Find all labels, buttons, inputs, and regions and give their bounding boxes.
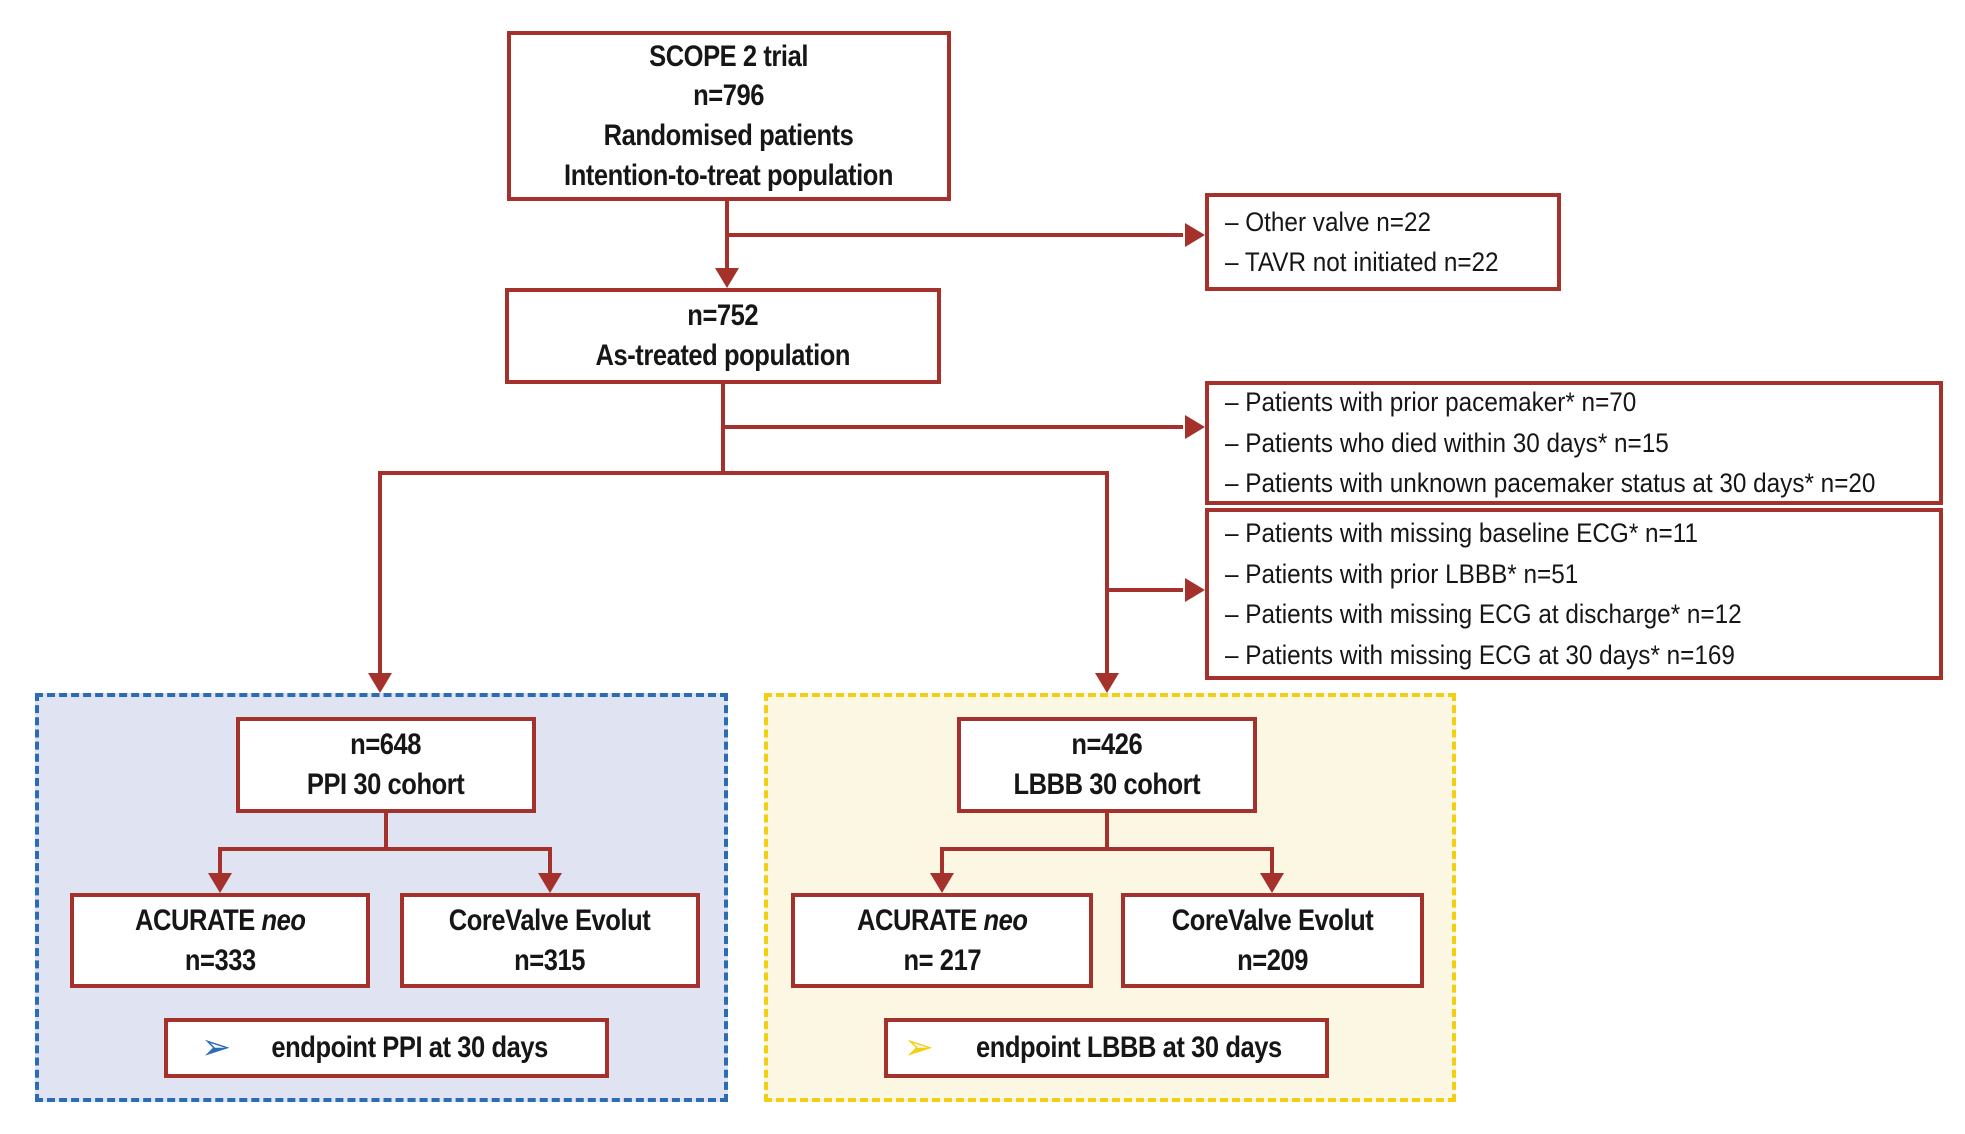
lbbb-cohort-text: n=426 LBBB 30 cohort	[1014, 725, 1201, 804]
trial-line: SCOPE 2 trial	[649, 39, 809, 73]
connector-branch-ecg	[1107, 588, 1183, 592]
arrowhead-right-pacemaker	[1185, 415, 1205, 439]
trial-line: Randomised patients	[604, 119, 854, 152]
valve-name-line: ACURATE neo	[857, 901, 1028, 941]
connector-branch-other-valve	[727, 233, 1183, 237]
trial-line: Intention-to-treat population	[564, 158, 894, 192]
as-treated-line: n=752	[687, 299, 759, 333]
corevalve-ppi-text: CoreValve Evolut n=315	[449, 901, 651, 980]
acurate-lbbb-box: ACURATE neo n= 217	[791, 893, 1093, 988]
trial-box-text: SCOPE 2 trial n=796 Randomised patients …	[564, 37, 893, 195]
ppi-cohort-box: n=648 PPI 30 cohort	[236, 717, 536, 813]
exclusion-item: – Patients with unknown pacemaker status…	[1225, 468, 1876, 499]
exclusion-item: – Patients with missing ECG at 30 days* …	[1225, 639, 1735, 670]
endpoint-arrow-icon: ➢	[903, 1027, 934, 1068]
lbbb-cohort-line: n=426	[1071, 728, 1143, 762]
arrowhead-right-ecg	[1185, 578, 1205, 602]
lbbb-cohort-line: LBBB 30 cohort	[1013, 768, 1201, 801]
connector-down-lbbb-panel	[1105, 471, 1109, 673]
corevalve-ppi-box: CoreValve Evolut n=315	[400, 893, 700, 988]
acurate-ppi-box: ACURATE neo n=333	[70, 893, 370, 988]
as-treated-text: n=752 As-treated population	[596, 296, 851, 375]
acurate-lbbb-text: ACURATE neo n= 217	[857, 901, 1028, 980]
connector-split-horizontal	[378, 471, 1109, 475]
exclusion-item: – Patients with missing baseline ECG* n=…	[1225, 518, 1698, 548]
valve-name-line: ACURATE neo	[135, 901, 306, 941]
arrowhead-ppi-corevalve	[538, 873, 562, 893]
ppi-endpoint-box: ➢ endpoint PPI at 30 days	[164, 1018, 609, 1078]
exclusion-item: – Patients with prior LBBB* n=51	[1225, 558, 1579, 589]
ppi-cohort-text: n=648 PPI 30 cohort	[307, 725, 465, 804]
lbbb-endpoint-label: endpoint LBBB at 30 days	[976, 1031, 1283, 1064]
valve-name-italic: neo	[261, 903, 306, 937]
arrowhead-down-lbbb-panel	[1095, 673, 1119, 693]
connector-astreated-down	[721, 384, 725, 475]
exclusion-item: – Patients who died within 30 days* n=15	[1225, 427, 1669, 458]
exclusion-other-valve-box: – Other valve n=22 – TAVR not initiated …	[1205, 193, 1561, 291]
endpoint-arrow-icon: ➢	[201, 1027, 231, 1068]
as-treated-line: As-treated population	[595, 339, 851, 372]
valve-name-italic: neo	[983, 903, 1028, 937]
connector-lbbb-corevalve-down	[1270, 847, 1274, 875]
arrowhead-lbbb-corevalve	[1260, 873, 1284, 893]
connector-lbbb-split	[940, 847, 1274, 851]
connector-lbbb-acurate-down	[940, 847, 944, 875]
trial-line: n=796	[693, 79, 765, 113]
connector-lbbb-cohort-down	[1105, 813, 1109, 851]
exclusion-ecg-box: – Patients with missing baseline ECG* n=…	[1205, 508, 1943, 680]
corevalve-lbbb-text: CoreValve Evolut n=209	[1172, 901, 1374, 980]
valve-name: CoreValve Evolut	[1171, 903, 1374, 937]
corevalve-lbbb-box: CoreValve Evolut n=209	[1121, 893, 1424, 988]
connector-ppi-corevalve-down	[548, 847, 552, 875]
arrowhead-lbbb-acurate	[930, 873, 954, 893]
arrowhead-down-astreated	[715, 268, 739, 288]
valve-n: n=315	[514, 943, 586, 977]
lbbb-cohort-box: n=426 LBBB 30 cohort	[957, 717, 1257, 813]
valve-name: ACURATE	[134, 903, 255, 937]
connector-ppi-split	[218, 847, 552, 851]
ppi-cohort-line: PPI 30 cohort	[307, 768, 465, 801]
connector-branch-pacemaker	[721, 425, 1183, 429]
exclusion-item: – Other valve n=22	[1225, 206, 1432, 237]
exclusion-item: – TAVR not initiated n=22	[1225, 247, 1499, 277]
exclusion-pacemaker-box: – Patients with prior pacemaker* n=70 – …	[1205, 381, 1943, 505]
acurate-ppi-text: ACURATE neo n=333	[135, 901, 306, 980]
connector-ppi-cohort-down	[384, 813, 388, 851]
valve-n: n=333	[184, 943, 256, 977]
arrowhead-down-ppi-panel	[368, 673, 392, 693]
valve-name: CoreValve Evolut	[449, 903, 651, 937]
valve-n: n= 217	[903, 943, 981, 977]
exclusion-item: – Patients with missing ECG at discharge…	[1225, 599, 1742, 629]
connector-ppi-acurate-down	[218, 847, 222, 875]
valve-n: n=209	[1237, 943, 1308, 977]
arrowhead-ppi-acurate	[208, 873, 232, 893]
ppi-cohort-line: n=648	[350, 728, 422, 762]
connector-down-ppi-panel	[378, 471, 382, 673]
trial-box: SCOPE 2 trial n=796 Randomised patients …	[507, 31, 951, 201]
valve-name: ACURATE	[856, 903, 977, 937]
exclusion-item: – Patients with prior pacemaker* n=70	[1225, 387, 1637, 418]
lbbb-endpoint-box: ➢ endpoint LBBB at 30 days	[884, 1018, 1329, 1078]
ppi-endpoint-label: endpoint PPI at 30 days	[271, 1031, 548, 1064]
arrowhead-right-other-valve	[1185, 223, 1205, 247]
as-treated-box: n=752 As-treated population	[505, 288, 941, 384]
